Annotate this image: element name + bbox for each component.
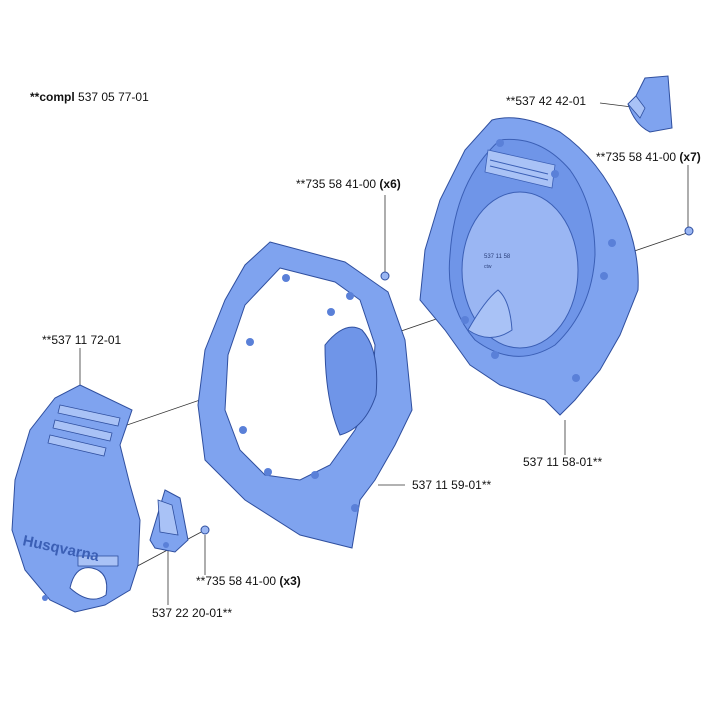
small-part [149,489,189,553]
label-screw-x7: **735 58 41-00 (x7) [596,150,701,164]
label-screw-x3-qty: (x3) [279,574,301,588]
label-screw-x3: **735 58 41-00 (x3) [196,574,301,588]
screw-x6-icon [380,271,390,281]
screw-x3-icon [200,525,210,535]
label-screw-x6: **735 58 41-00 (x6) [296,177,401,191]
assembly-prefix: **compl [30,90,75,104]
label-screw-x7-text: **735 58 41-00 [596,150,677,164]
label-front-text: **537 11 72-01 [42,333,122,347]
middle-frame [197,241,413,549]
assembly-label: **compl 537 05 77-01 [30,90,149,104]
assembly-part-number: 537 05 77-01 [78,90,149,104]
label-rear-text: 537 11 58-01** [523,455,603,469]
label-front: **537 11 72-01 [42,333,121,347]
label-small-text: 537 22 20-01** [152,606,233,620]
front-cover: Husqvarna [11,384,141,613]
cap-part [627,75,673,133]
label-cap-text: **537 42 42-01 [506,94,587,108]
label-cap: **537 42 42-01 [506,94,586,108]
label-middle: 537 11 59-01** [412,478,491,492]
label-middle-text: 537 11 59-01** [412,478,492,492]
screw-x7-icon [684,226,694,236]
label-small: 537 22 20-01** [152,606,232,620]
label-screw-x6-qty: (x6) [379,177,401,191]
label-screw-x7-qty: (x7) [679,150,701,164]
label-screw-x6-text: **735 58 41-00 [296,177,377,191]
rear-stamp-line2: ctw [484,264,492,270]
label-rear: 537 11 58-01** [523,455,602,469]
label-screw-x3-text: **735 58 41-00 [196,574,277,588]
rear-stamp-line1: 537 11 58 [484,254,511,260]
rear-housing: 537 11 58 ctw [419,117,639,416]
